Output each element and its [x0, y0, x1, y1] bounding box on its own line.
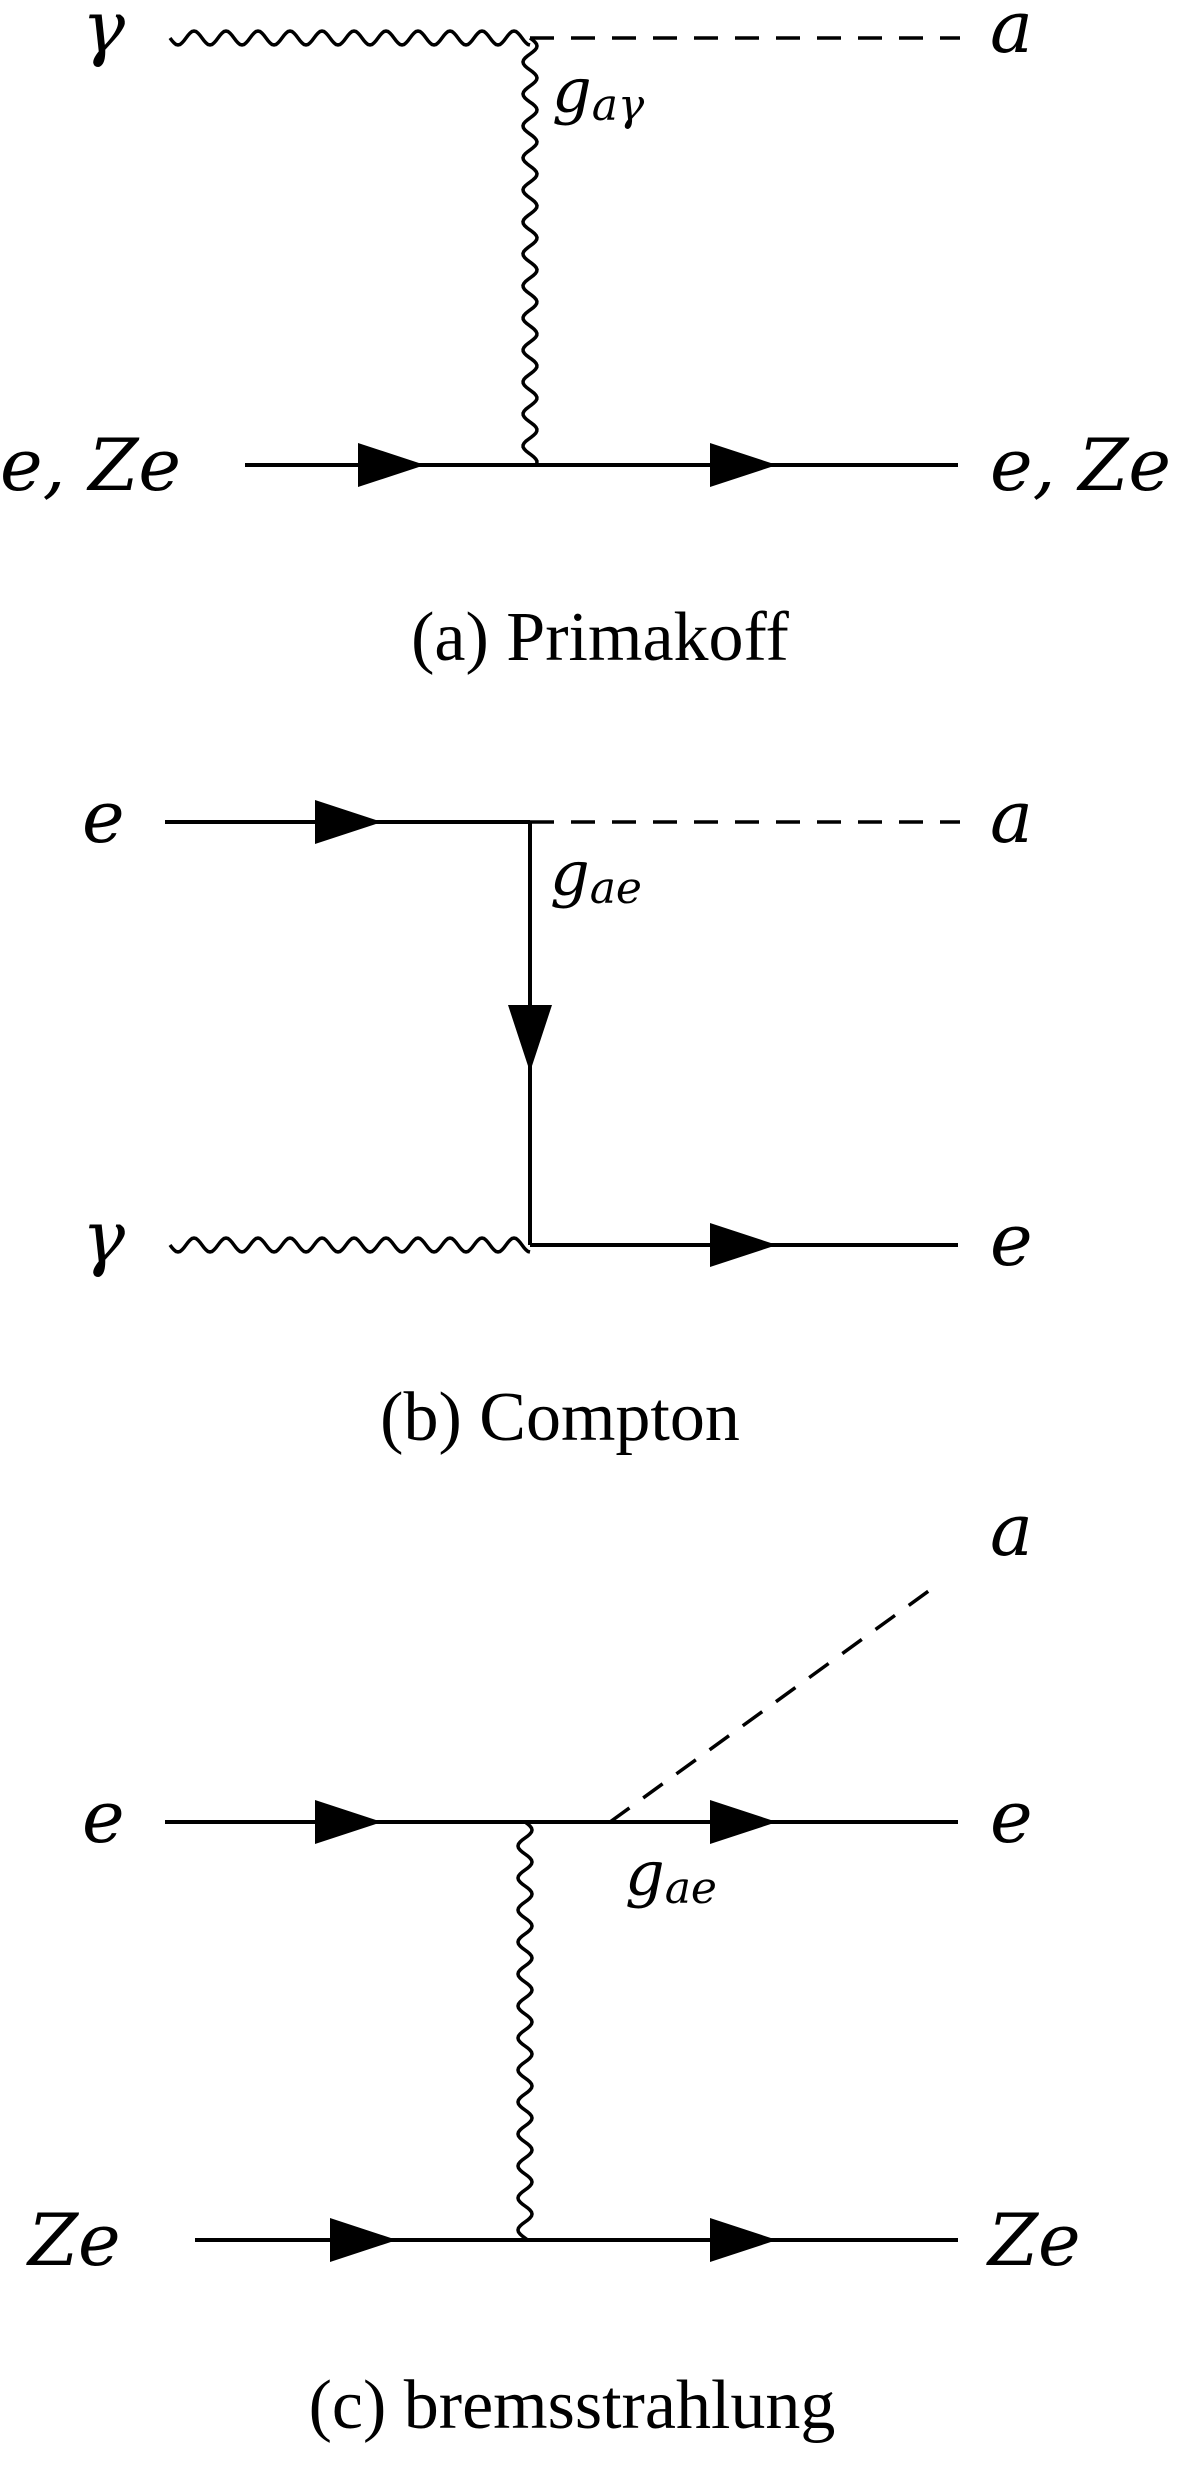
caption-bremsstrahlung: (c) bremsstrahlung — [309, 2367, 836, 2444]
label-outgoing-axion: a — [990, 1488, 1033, 1572]
coupling-subscript: ae — [665, 1863, 717, 1914]
diagram-primakoff: γ a e, Ze e, Ze gaγ (a) Primakoff — [0, 0, 1171, 676]
label-incoming-fermion: e, Ze — [0, 423, 181, 507]
diagram-bremsstrahlung: a e e Ze Ze gae (c) bremsstrahlung — [26, 1488, 1081, 2444]
caption-primakoff: (a) Primakoff — [411, 599, 789, 676]
coupling-g: g — [625, 1837, 665, 1910]
nucleus-arrow-out — [710, 2218, 777, 2262]
label-outgoing-nucleus: Ze — [986, 2198, 1081, 2282]
label-outgoing-axion: a — [990, 0, 1033, 69]
nucleus-arrow-in — [330, 2218, 397, 2262]
coupling-label-ae: gae — [550, 837, 642, 914]
outgoing-axion-line — [608, 1588, 932, 1824]
fermion-arrow-out — [710, 443, 777, 487]
coupling-subscript: aγ — [592, 80, 645, 131]
label-incoming-electron: e — [82, 1775, 125, 1859]
coupling-label-ae: gae — [625, 1837, 717, 1914]
electron-arrow-in — [315, 800, 382, 844]
caption-compton: (b) Compton — [380, 1379, 740, 1456]
label-incoming-nucleus: Ze — [26, 2198, 121, 2282]
label-outgoing-fermion: e, Ze — [990, 423, 1171, 507]
label-outgoing-axion: a — [990, 775, 1033, 859]
coupling-label-agamma: gaγ — [552, 54, 645, 131]
label-outgoing-electron: e — [990, 1198, 1033, 1282]
electron-arrow-out — [710, 1223, 777, 1267]
virtual-photon-line — [516, 1820, 534, 2242]
coupling-g: g — [552, 54, 592, 127]
internal-electron-arrow — [508, 1005, 552, 1072]
electron-arrow-in — [315, 1800, 382, 1844]
label-incoming-electron: e — [82, 775, 125, 859]
coupling-g: g — [550, 837, 590, 910]
label-outgoing-electron: e — [990, 1775, 1033, 1859]
virtual-photon-line — [521, 36, 539, 466]
coupling-subscript: ae — [590, 863, 642, 914]
incoming-photon-line — [168, 29, 531, 47]
diagram-compton: e a γ e gae (b) Compton — [82, 775, 1033, 1456]
fermion-arrow-in — [358, 443, 425, 487]
label-incoming-photon: γ — [82, 1195, 126, 1279]
incoming-photon-line — [168, 1236, 531, 1254]
label-incoming-photon: γ — [82, 0, 126, 69]
electron-arrow-out — [710, 1800, 777, 1844]
